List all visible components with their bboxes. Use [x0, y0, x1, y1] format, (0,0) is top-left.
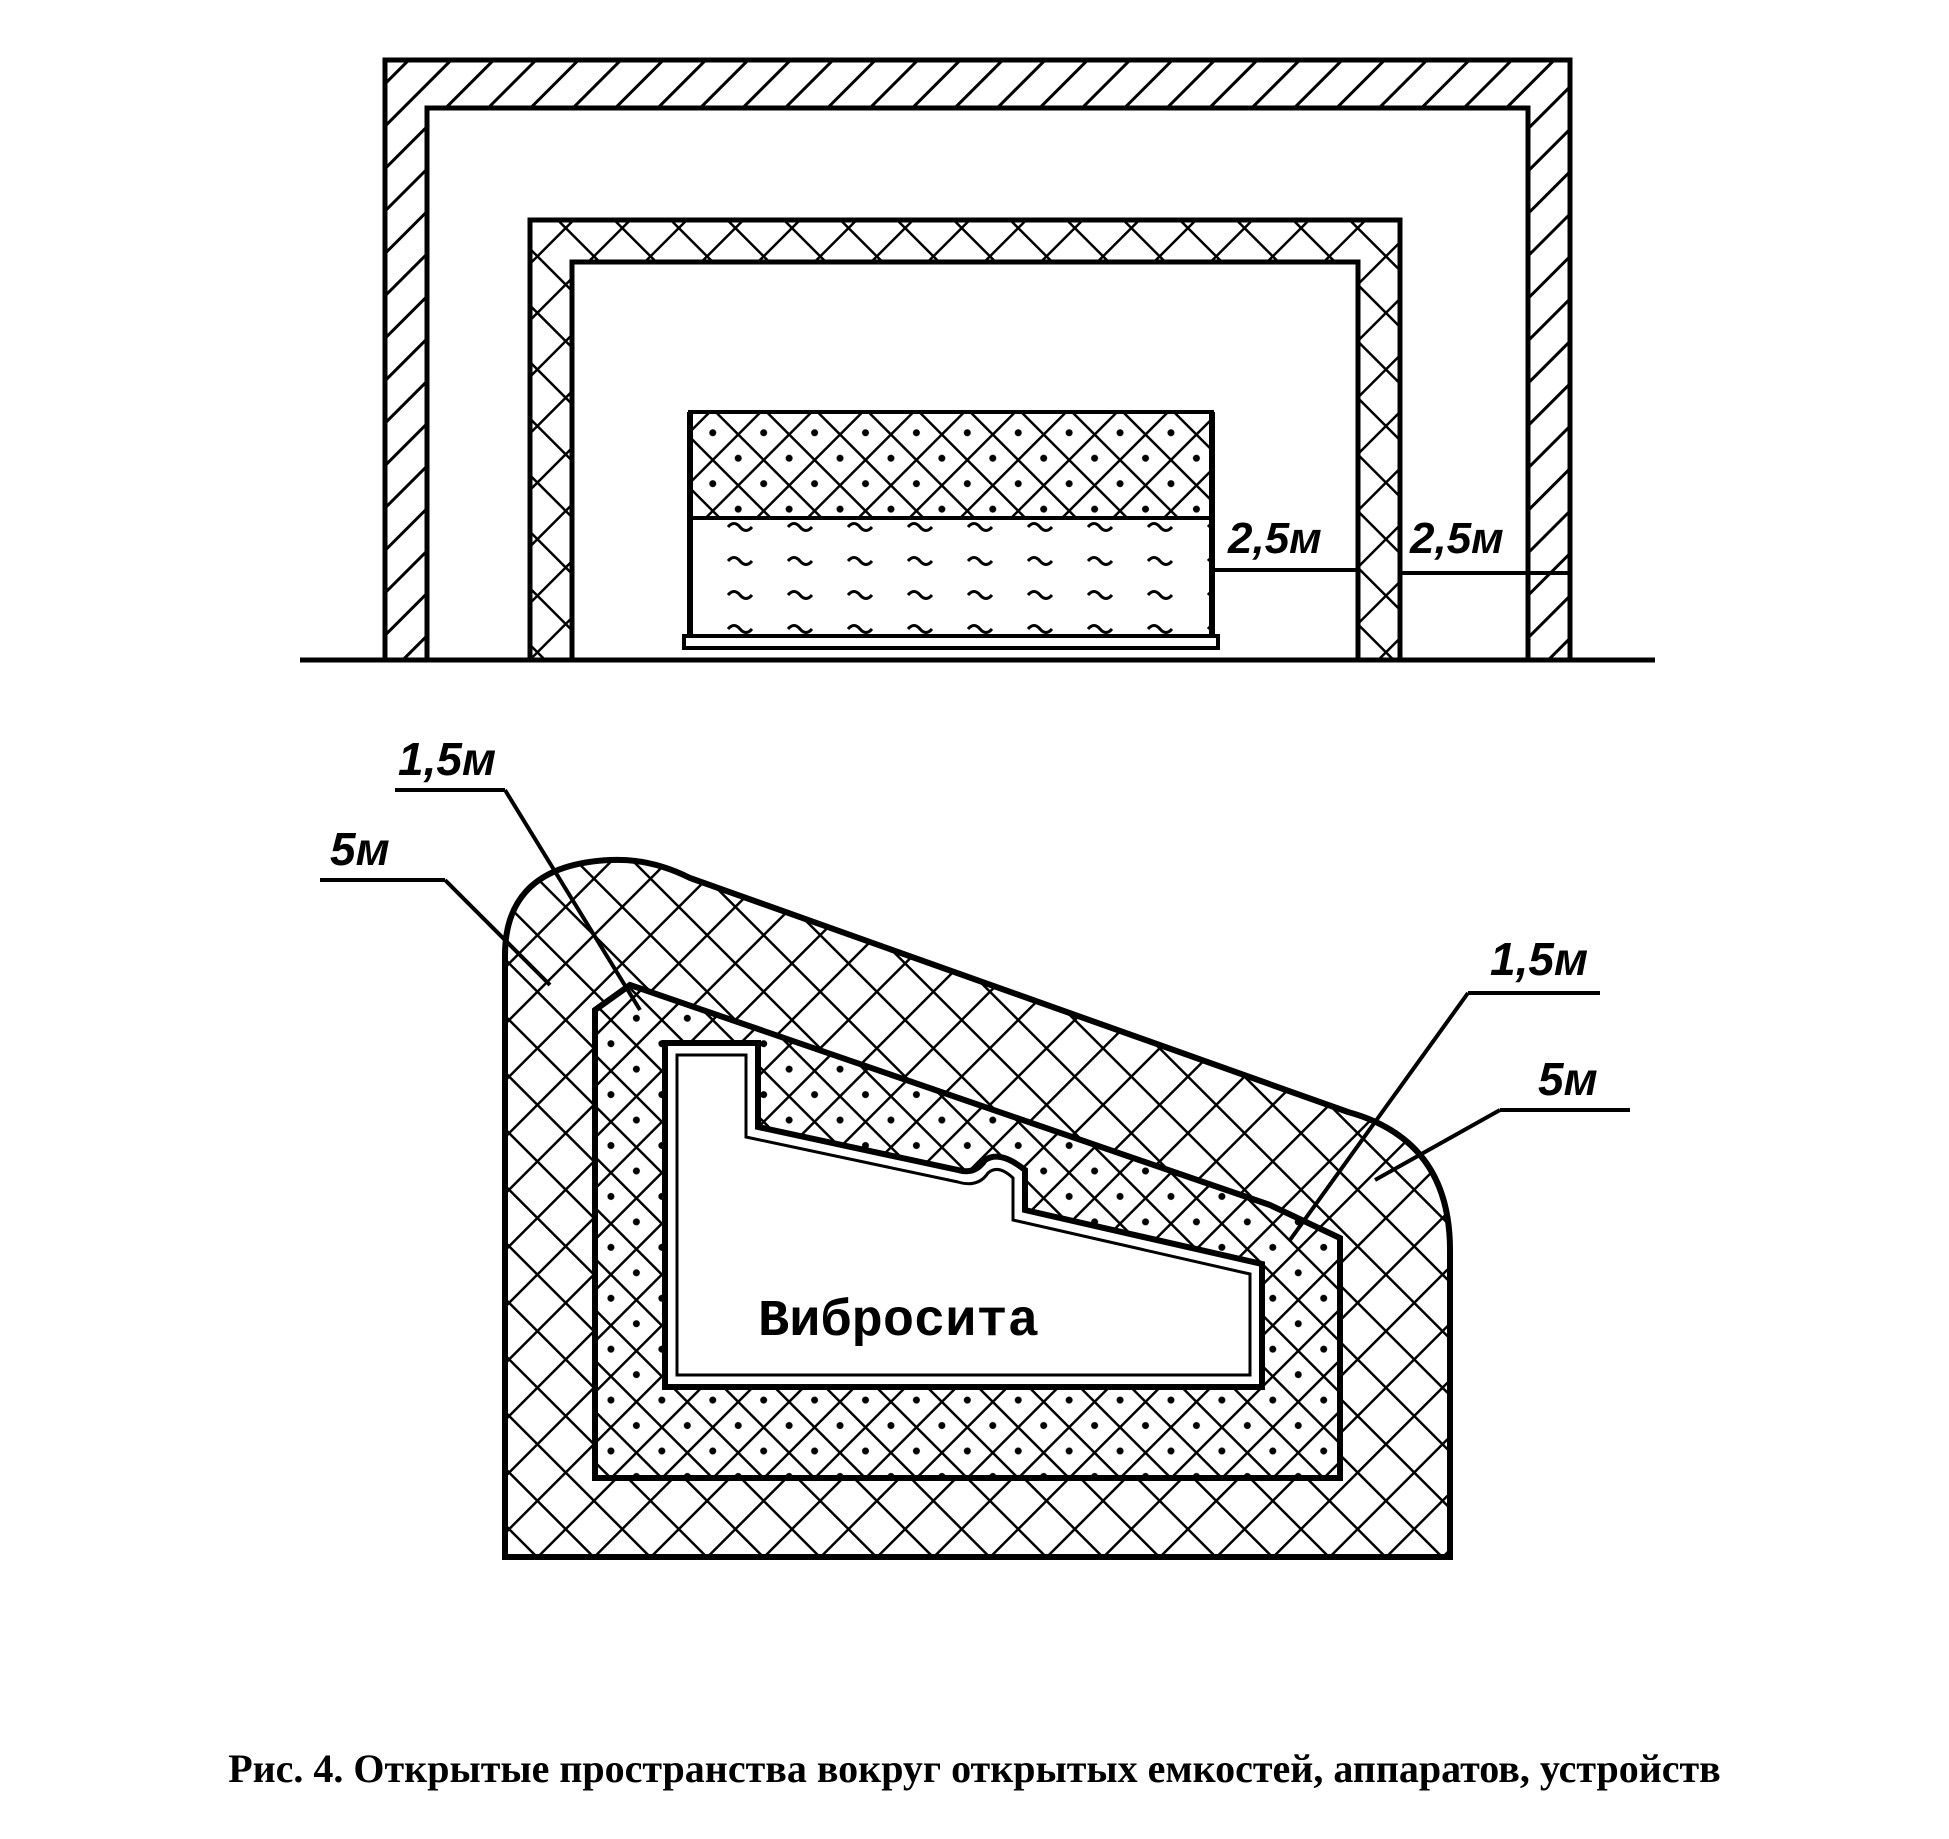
side-view: 2,5м 2,5м	[300, 57, 1655, 663]
plan-view: Виброcита 1,5м 5м 1,5м 5м	[320, 733, 1630, 1560]
label-right-inner: 1,5м	[1490, 933, 1588, 985]
figure-caption: Рис. 4. Открытые пространства вокруг отк…	[228, 1746, 1721, 1791]
equipment-outline-inner	[675, 1053, 1252, 1377]
dim-label-left: 2,5м	[1227, 514, 1322, 563]
label-right-outer: 5м	[1538, 1053, 1598, 1105]
dim-label-right: 2,5м	[1409, 514, 1504, 563]
label-left-outer: 5м	[330, 823, 390, 875]
equipment-label: Виброcита	[758, 1292, 1039, 1351]
tank-vapor-zone	[688, 410, 1214, 522]
equipment-outline	[662, 1040, 1265, 1390]
tank-liquid	[688, 516, 1214, 640]
tank-base	[682, 634, 1220, 650]
label-left-inner: 1,5м	[398, 733, 496, 785]
